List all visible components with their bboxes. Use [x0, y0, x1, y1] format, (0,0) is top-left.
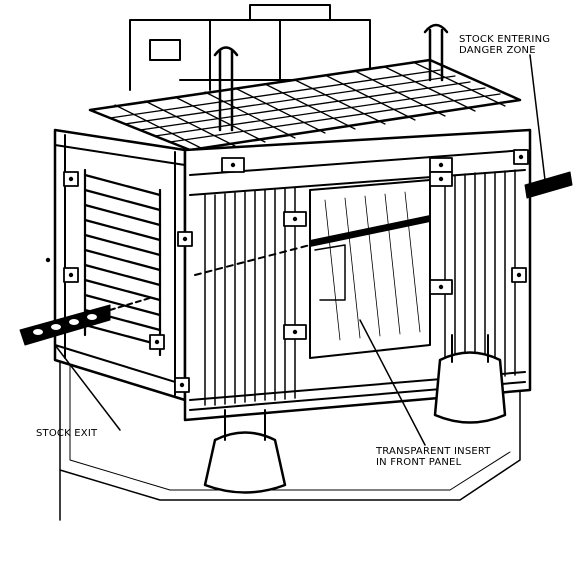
label-stock-entering-line1: STOCK ENTERING — [459, 34, 551, 45]
left-side-panel — [53, 128, 187, 402]
label-transparent-insert-line2: IN FRONT PANEL — [376, 457, 462, 468]
machine-base — [59, 329, 521, 521]
front-bars — [204, 169, 516, 406]
leader-lines — [54, 54, 546, 446]
transparent-insert — [309, 179, 431, 359]
support-feet — [203, 334, 507, 494]
label-transparent-insert: TRANSPARENT INSERT IN FRONT PANEL — [376, 446, 491, 468]
left-louvers — [83, 168, 162, 357]
hinge-bolts — [45, 154, 524, 388]
guide-posts — [213, 23, 449, 132]
label-stock-entering: STOCK ENTERING DANGER ZONE — [459, 34, 550, 56]
front-panel — [183, 128, 532, 422]
label-stock-entering-line2: DANGER ZONE — [459, 45, 536, 56]
stock-strip — [19, 171, 573, 346]
stock-holes — [33, 314, 97, 335]
label-transparent-insert-line1: TRANSPARENT INSERT — [376, 446, 491, 457]
top-grille — [88, 58, 522, 152]
label-stock-exit: STOCK EXIT — [36, 428, 98, 439]
